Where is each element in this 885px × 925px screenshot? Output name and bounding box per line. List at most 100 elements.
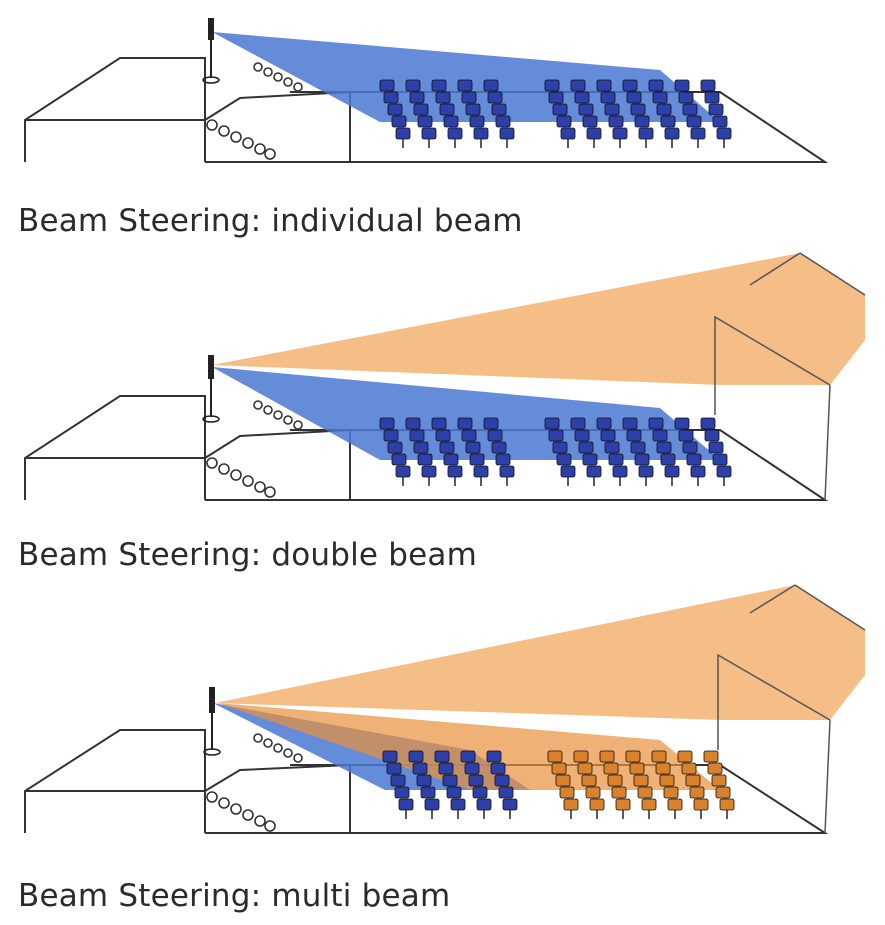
seat: [442, 774, 458, 787]
seat: [382, 750, 398, 763]
seat: [559, 786, 575, 799]
diagram-double-beam: Beam Steering: double beam: [0, 245, 885, 573]
seat: [548, 429, 564, 442]
seat: [483, 79, 499, 92]
hall-illustration-3: [24, 584, 866, 834]
seat: [555, 774, 571, 787]
stage-lights: [206, 400, 303, 498]
seat: [413, 103, 429, 116]
seat: [715, 786, 731, 799]
seat: [431, 79, 447, 92]
seat: [625, 750, 641, 763]
seat: [469, 453, 485, 466]
seat: [552, 441, 568, 454]
seat: [461, 429, 477, 442]
seat: [457, 79, 473, 92]
seat: [677, 750, 693, 763]
seat: [395, 465, 411, 478]
seat: [581, 774, 597, 787]
seat: [704, 91, 720, 104]
seat: [689, 786, 705, 799]
seat: [615, 798, 631, 811]
seat: [450, 798, 466, 811]
seat: [434, 750, 450, 763]
caption-double-beam: Beam Steering: double beam: [18, 537, 477, 573]
seat: [468, 774, 484, 787]
seat: [551, 762, 567, 775]
stage-lights: [206, 733, 303, 832]
seat: [379, 417, 395, 430]
seat: [707, 762, 723, 775]
blue-beam: [212, 367, 720, 460]
seat: [544, 79, 560, 92]
stage-lights: [206, 62, 303, 160]
seat: [622, 417, 638, 430]
seat: [651, 750, 667, 763]
seat: [409, 429, 425, 442]
orange-beam-balcony: [215, 585, 865, 720]
seat: [674, 417, 690, 430]
caption-multi-beam: Beam Steering: multi beam: [18, 878, 451, 914]
seat: [626, 91, 642, 104]
seat: [499, 127, 515, 140]
seat: [682, 441, 698, 454]
seat: [652, 91, 668, 104]
seat: [457, 417, 473, 430]
balcony-outline: [717, 584, 866, 750]
seat: [678, 91, 694, 104]
seat: [472, 786, 488, 799]
seat: [446, 786, 462, 799]
seat: [473, 465, 489, 478]
seat: [586, 127, 602, 140]
seat: [685, 774, 701, 787]
seat: [390, 774, 406, 787]
seat: [611, 786, 627, 799]
seat: [578, 441, 594, 454]
seat: [664, 465, 680, 478]
seat: [612, 465, 628, 478]
seat: [439, 441, 455, 454]
seat: [630, 103, 646, 116]
seat: [585, 786, 601, 799]
seat: [690, 465, 706, 478]
seat: [708, 441, 724, 454]
seat: [495, 453, 511, 466]
seat: [405, 417, 421, 430]
seat: [634, 453, 650, 466]
seat: [421, 127, 437, 140]
hall-illustration-2: [24, 252, 866, 501]
seat: [648, 417, 664, 430]
seat: [409, 91, 425, 104]
hall-illustration-1: [24, 18, 829, 163]
seat: [664, 127, 680, 140]
seat: [416, 774, 432, 787]
seat: [387, 441, 403, 454]
seat: [603, 762, 619, 775]
audience-seats: [379, 79, 732, 148]
seat: [461, 91, 477, 104]
seat: [398, 798, 414, 811]
seat: [630, 441, 646, 454]
seat: [629, 762, 645, 775]
seat: [577, 762, 593, 775]
seat: [560, 127, 576, 140]
seat: [490, 762, 506, 775]
seat: [711, 774, 727, 787]
balcony-outline: [714, 252, 866, 415]
seat: [600, 429, 616, 442]
seat: [412, 762, 428, 775]
seat: [604, 103, 620, 116]
speaker-column: [203, 687, 221, 756]
seat: [589, 798, 605, 811]
seat: [596, 79, 612, 92]
seat: [570, 79, 586, 92]
seat: [700, 417, 716, 430]
seat: [387, 103, 403, 116]
seat: [656, 103, 672, 116]
seat: [604, 441, 620, 454]
seat: [487, 91, 503, 104]
seat: [460, 750, 476, 763]
seat: [417, 115, 433, 128]
seat: [498, 786, 514, 799]
seat-block-front: [382, 750, 518, 819]
